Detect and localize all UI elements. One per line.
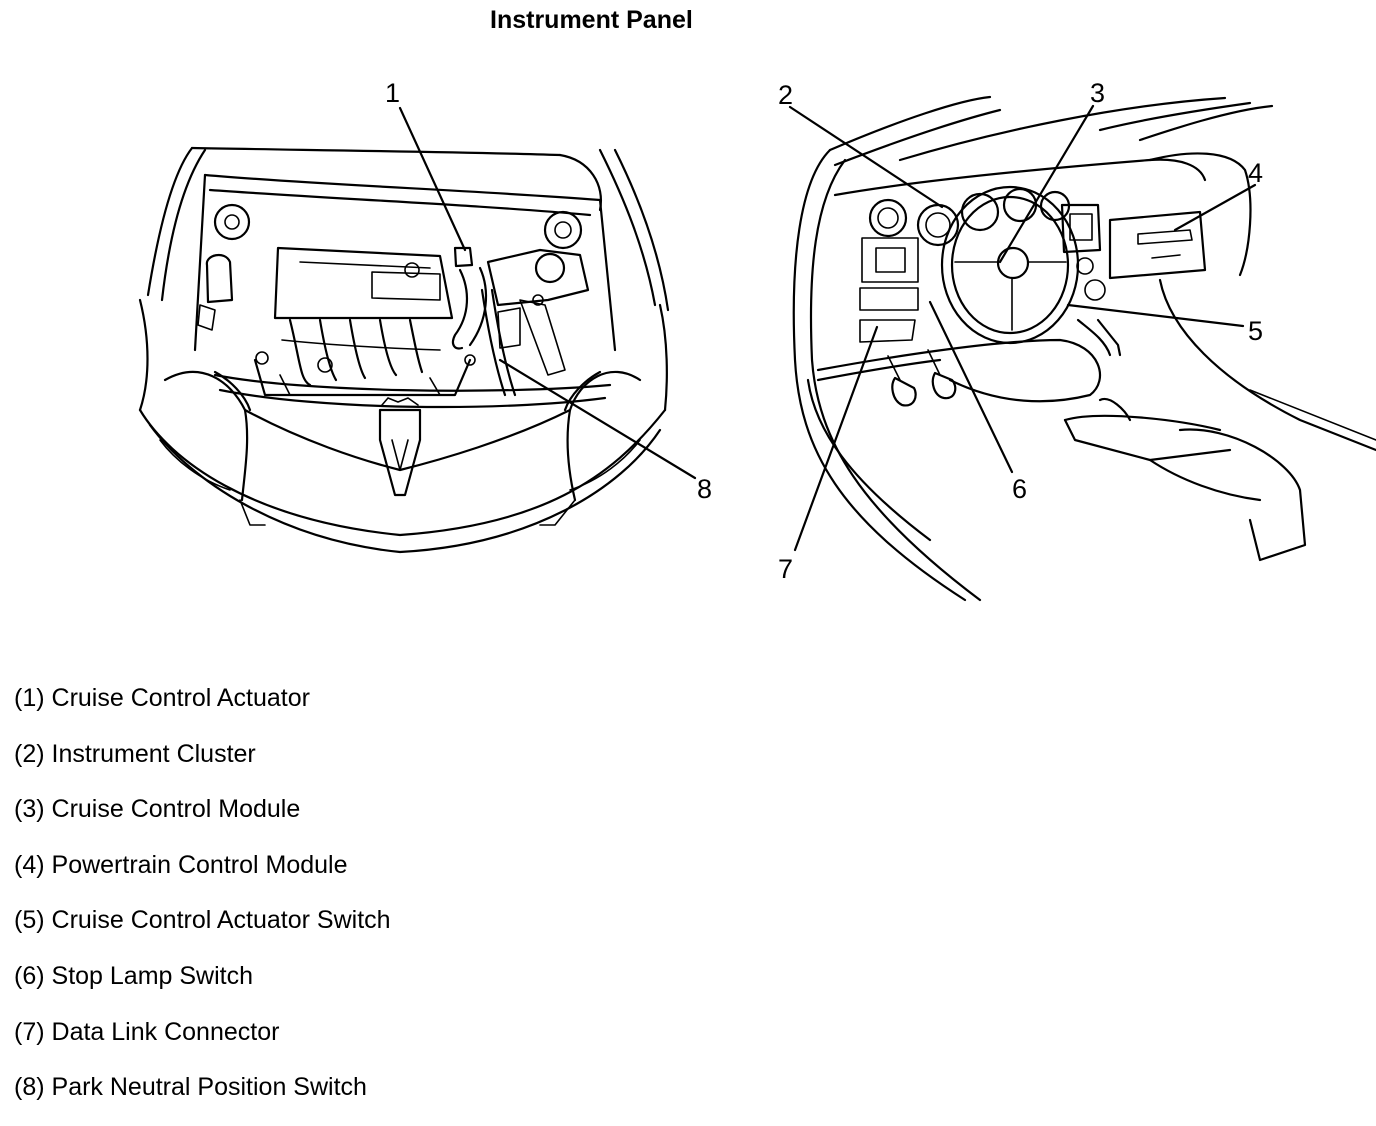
callout-8: 8 bbox=[697, 474, 712, 504]
legend-item: (6) Stop Lamp Switch bbox=[14, 956, 391, 1012]
legend-label: Powertrain Control Module bbox=[51, 850, 348, 879]
legend-item: (7) Data Link Connector bbox=[14, 1012, 391, 1068]
legend-number: (8) bbox=[14, 1073, 45, 1102]
callout-6: 6 bbox=[1012, 474, 1027, 504]
legend-number: (6) bbox=[14, 961, 45, 990]
legend-item: (4) Powertrain Control Module bbox=[14, 845, 391, 901]
callout-2: 2 bbox=[778, 80, 793, 110]
callout-3: 3 bbox=[1090, 78, 1105, 108]
callout-1: 1 bbox=[385, 78, 400, 108]
legend-item: (3) Cruise Control Module bbox=[14, 789, 391, 845]
callout-4: 4 bbox=[1248, 158, 1263, 188]
legend-number: (1) bbox=[14, 684, 45, 712]
callout-7: 7 bbox=[778, 554, 793, 584]
engine-compartment-illustration bbox=[138, 146, 670, 554]
callout-numbers: 1 2 3 4 5 6 7 8 bbox=[385, 78, 1263, 584]
component-legend: (1) Cruise Control Actuator (2) Instrume… bbox=[14, 678, 391, 1123]
legend-number: (3) bbox=[14, 795, 45, 824]
legend-label: Park Neutral Position Switch bbox=[51, 1073, 367, 1102]
legend-item: (2) Instrument Cluster bbox=[14, 734, 391, 790]
legend-item: (5) Cruise Control Actuator Switch bbox=[14, 900, 391, 956]
legend-label: Stop Lamp Switch bbox=[51, 961, 254, 990]
interior-dashboard-illustration bbox=[792, 95, 1376, 602]
legend-label: Cruise Control Module bbox=[51, 795, 301, 824]
legend-label: Instrument Cluster bbox=[51, 739, 256, 768]
legend-label: Cruise Control Actuator Switch bbox=[51, 906, 391, 935]
legend-item: (1) Cruise Control Actuator bbox=[14, 678, 391, 734]
legend-number: (4) bbox=[14, 850, 45, 879]
legend-item: (8) Park Neutral Position Switch bbox=[14, 1067, 391, 1123]
legend-label: Data Link Connector bbox=[51, 1017, 280, 1046]
callout-5: 5 bbox=[1248, 316, 1263, 346]
component-locator-drawing: 1 2 3 4 5 6 7 8 bbox=[138, 78, 1376, 602]
legend-number: (2) bbox=[14, 739, 45, 768]
legend-number: (7) bbox=[14, 1017, 45, 1046]
diagram-title: Instrument Panel bbox=[490, 6, 693, 34]
callout-leaders bbox=[398, 104, 1257, 552]
legend-label: Cruise Control Actuator bbox=[51, 684, 310, 712]
legend-number: (5) bbox=[14, 906, 45, 935]
